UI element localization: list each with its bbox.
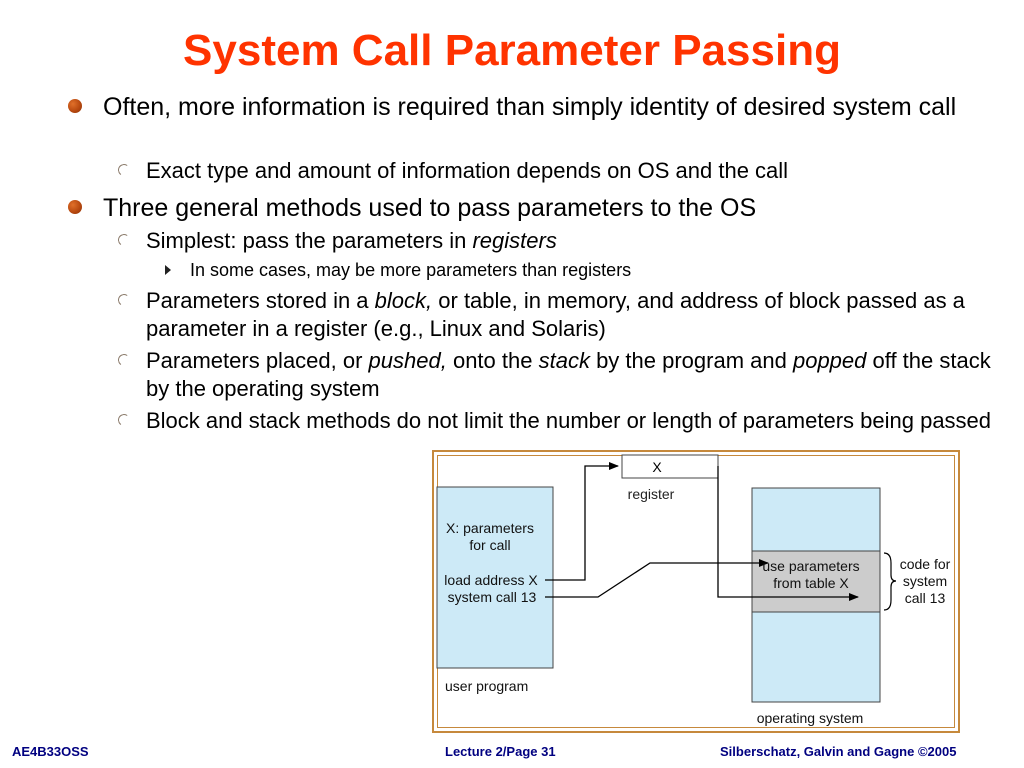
bullet-dot-icon xyxy=(68,200,82,214)
bullet-2-sub-3-emphasis-popped: popped xyxy=(792,348,867,373)
footer-course-code: AE4B33OSS xyxy=(12,744,89,759)
bullet-2-sub-1: Simplest: pass the parameters in registe… xyxy=(146,227,991,255)
bullet-2-sub-3-emphasis-pushed: pushed, xyxy=(368,348,447,373)
bullet-2-sub-1-sub: In some cases, may be more parameters th… xyxy=(190,260,632,280)
page-title: System Call Parameter Passing xyxy=(183,26,841,75)
system-label: system xyxy=(903,573,947,589)
user-box-system-call-label: system call 13 xyxy=(448,589,537,605)
arrow-system-call-to-os xyxy=(545,559,769,598)
call-13-label: call 13 xyxy=(905,590,946,606)
arrow-register-to-os-code xyxy=(717,466,859,601)
register-value: X xyxy=(652,459,662,475)
footer-copyright: Silberschatz, Galvin and Gagne ©2005 xyxy=(720,744,957,759)
bullet-2-sub-3-text-c: by the program and xyxy=(589,348,793,373)
bullet-1-sub-1: Exact type and amount of information dep… xyxy=(146,158,789,183)
user-box-for-call-label: for call xyxy=(469,537,510,553)
user-box-params-label: X: parameters xyxy=(446,520,534,536)
user-program-label: user program xyxy=(445,678,528,694)
bullet-2-sub-2-text-a: Parameters stored in a xyxy=(146,288,375,313)
bullet-2-sub-4: Block and stack methods do not limit the… xyxy=(146,408,992,433)
register-box xyxy=(621,454,719,479)
bullet-2-sub-3-text-b: onto the xyxy=(446,348,539,373)
bullet-2-sub-3-text-a: Parameters placed, or xyxy=(146,348,369,373)
bullet-2-sub-1-emphasis: registers xyxy=(472,228,557,253)
bullet-2: Three general methods used to pass param… xyxy=(103,194,757,222)
os-box-use-params-label: use parameters xyxy=(762,558,859,574)
triangle-bullet-icon xyxy=(165,265,171,275)
system-call-code-block xyxy=(751,550,881,613)
bullet-2-sub-2-emphasis: block, xyxy=(374,288,433,313)
bullet-2-sub-1-text: Simplest: pass the parameters in xyxy=(146,228,473,253)
user-program-box xyxy=(436,486,554,669)
footer-page-number: Lecture 2/Page 31 xyxy=(445,744,556,759)
bullet-dot-icon xyxy=(68,99,82,113)
bullet-2-sub-3-emphasis-stack: stack xyxy=(538,348,590,373)
code-block-brace-icon xyxy=(883,552,897,611)
user-box-load-address-label: load address X xyxy=(444,572,538,588)
code-for-label: code for xyxy=(900,556,951,572)
bullet-1: Often, more information is required than… xyxy=(103,93,957,121)
operating-system-label: operating system xyxy=(757,710,864,726)
arrow-load-address-to-register xyxy=(545,462,619,581)
bullet-2-sub-3-text-d: off the stack by the operating system xyxy=(146,348,991,401)
os-box-from-table-label: from table X xyxy=(773,575,849,591)
bullet-2-sub-3: Parameters placed, or pushed, onto the s… xyxy=(146,347,991,403)
register-label: register xyxy=(628,486,675,502)
bullet-2-sub-2: Parameters stored in a block, or table, … xyxy=(146,287,991,343)
bullet-2-sub-2-text-b: or table, in memory, and address of bloc… xyxy=(146,288,965,341)
